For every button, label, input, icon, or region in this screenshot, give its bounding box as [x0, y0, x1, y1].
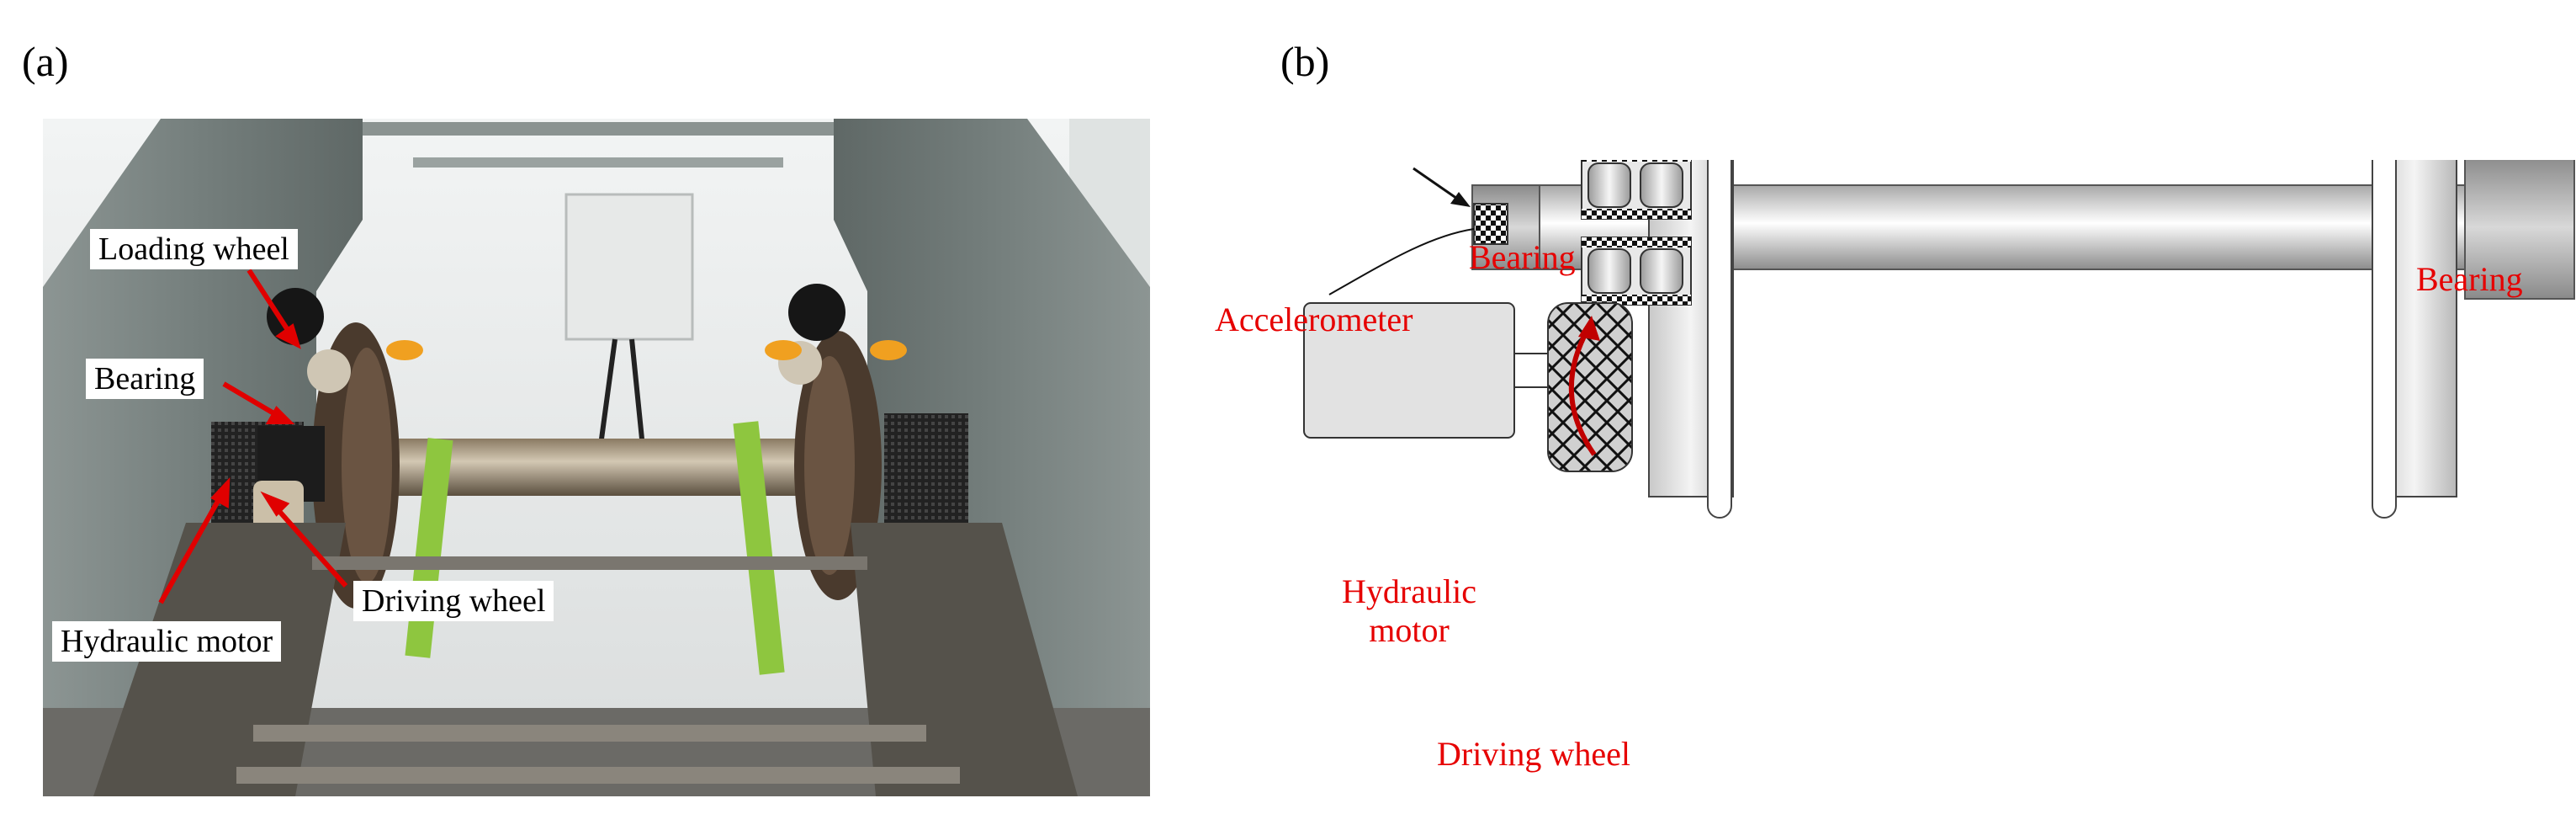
left-bearing-lower — [1581, 237, 1692, 306]
label-bearing-right: Bearing — [2416, 260, 2523, 298]
panel-a-label: (a) — [22, 38, 69, 85]
label-driving-wheel: Driving wheel — [1437, 735, 1630, 773]
label-hydraulic-motor-line2: motor — [1369, 611, 1450, 649]
left-bearing-upper — [1581, 160, 1692, 220]
driving-wheel — [1547, 302, 1633, 472]
callout-loading-wheel: Loading wheel — [90, 229, 298, 269]
label-hydraulic-motor: Hydraulic motor — [1325, 572, 1493, 650]
label-bearing-left: Bearing — [1469, 238, 1576, 276]
photo-callout-arrows — [158, 269, 348, 604]
callout-hydraulic-motor: Hydraulic motor — [52, 621, 282, 662]
callout-bearing: Bearing — [86, 359, 204, 399]
label-accelerometer: Accelerometer — [1215, 301, 1413, 338]
panel-b-label: (b) — [1280, 38, 1330, 85]
accelerometer — [1473, 203, 1508, 245]
test-rig-photo — [43, 119, 1150, 796]
label-hydraulic-motor-line1: Hydraulic — [1342, 572, 1476, 610]
right-wheel-flange — [2372, 160, 2397, 519]
left-wheel-flange — [1707, 160, 1732, 519]
driving-wheel-rotation-arrow — [1568, 327, 1597, 456]
callout-driving-wheel: Driving wheel — [353, 581, 554, 621]
wheelset-schematic — [1303, 160, 2575, 519]
accelerometer-cable — [1328, 228, 1475, 295]
right-bearing — [2464, 160, 2575, 300]
electrical-box — [564, 193, 694, 341]
